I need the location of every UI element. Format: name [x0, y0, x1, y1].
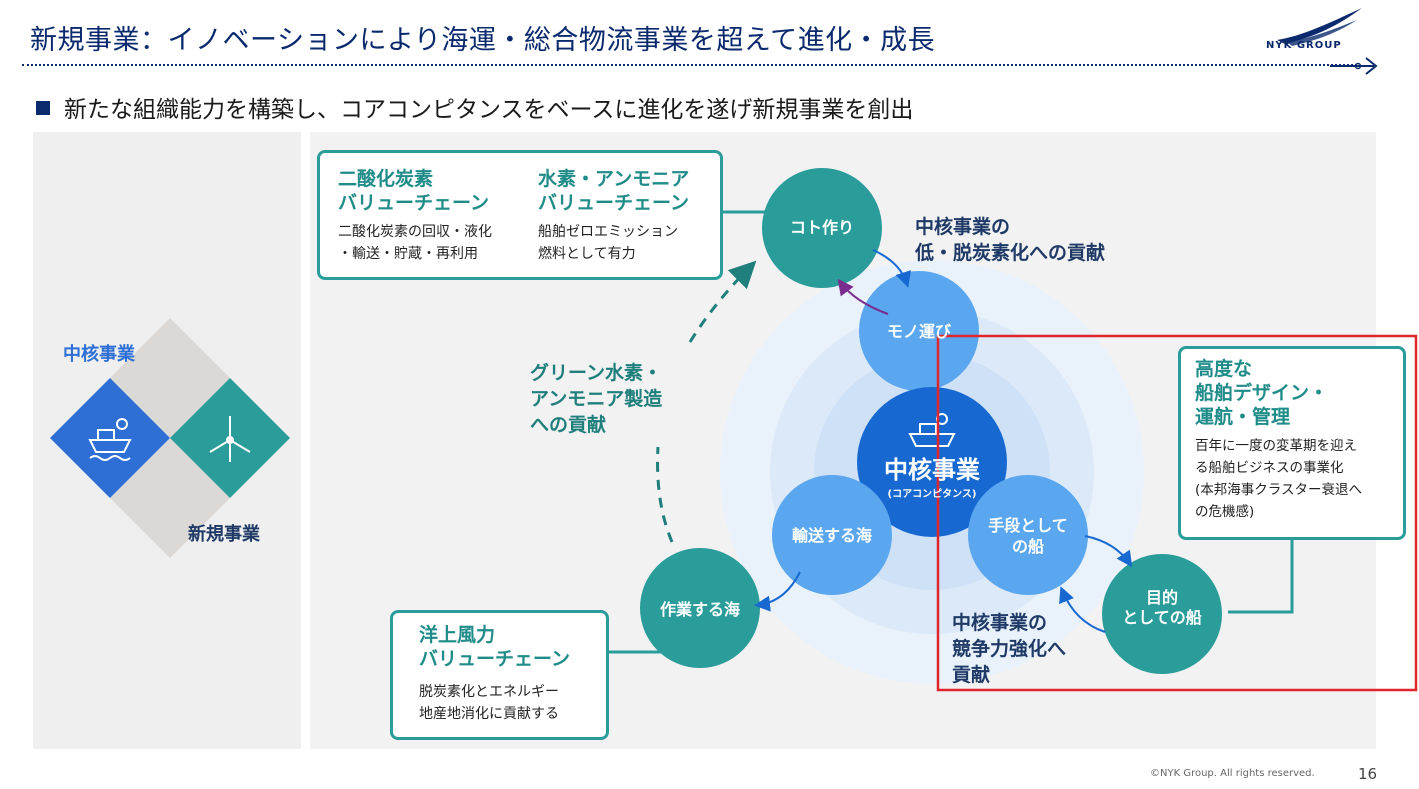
mono-label: モノ運び — [886, 322, 951, 341]
copyright: ©NYK Group. All rights reserved. — [1150, 768, 1315, 779]
koto-circle — [762, 168, 882, 288]
ship-design-section: 高度な 船舶デザイン・ 運航・管理 百年に一度の変革期を迎え る船舶ビジネスの事… — [1195, 357, 1362, 523]
competitive-line-2: 競争力強化へ — [952, 638, 1067, 660]
competitive-line-1: 中核事業の — [952, 612, 1048, 634]
competitive-annotation: 中核事業の 競争力強化へ 貢献 — [952, 610, 1066, 688]
business-evolution-diagram — [608, 168, 1418, 692]
co2-heading-1: 二酸化炭素 — [338, 168, 434, 190]
green-line-3: への貢献 — [530, 414, 607, 436]
subtitle: 新たな組織能力を構築し、コアコンピタンスをベースに進化を遂げ新規事業を創出 — [36, 90, 913, 124]
means-ship-circle — [968, 475, 1088, 595]
logo-text: NYK GROUP — [1266, 40, 1342, 51]
core-diamond — [50, 378, 170, 498]
highlight-frame — [936, 334, 1418, 692]
hydrogen-heading-2: バリューチェーン — [538, 192, 690, 214]
co2-hydrogen-box: 二酸化炭素 バリューチェーン 二酸化炭素の回収・液化 ・輸送・貯蔵・再利用 水素… — [317, 150, 723, 280]
wind-text-2: 地産地消化に貢献する — [419, 706, 559, 722]
co2-text-2: ・輸送・貯蔵・再利用 — [338, 246, 478, 262]
hydrogen-text-1: 船舶ゼロエミッション — [538, 224, 678, 240]
hydrogen-heading-1: 水素・アンモニア — [538, 168, 690, 190]
means-ship-label-1: 手段として — [988, 516, 1068, 535]
wind-turbine-icon — [209, 416, 251, 462]
hydrogen-text-2: 燃料として有力 — [538, 246, 636, 262]
means-ship-label-2: の船 — [1011, 537, 1044, 556]
ship-design-text-2: る船舶ビジネスの事業化 — [1195, 460, 1344, 476]
core-label: 中核事業 — [884, 456, 980, 484]
core-circle — [857, 387, 1007, 537]
mono-circle — [859, 271, 979, 391]
purpose-ship-circle — [1102, 554, 1222, 674]
arrow-right-icon — [1330, 57, 1378, 75]
header-divider — [22, 64, 1357, 66]
ship-design-text-4: の危機感) — [1195, 504, 1255, 520]
ship-design-heading-2: 船舶デザイン・ — [1195, 382, 1329, 404]
page-number: 16 — [1358, 765, 1378, 783]
hydrogen-section: 水素・アンモニア バリューチェーン 船舶ゼロエミッション 燃料として有力 — [538, 167, 689, 265]
arrow-transport-work — [754, 571, 801, 612]
work-sea-circle — [640, 548, 760, 668]
wind-section: 洋上風力 バリューチェーン 脱炭素化とエネルギー 地産地消化に貢献する — [419, 623, 570, 725]
bullet-square-icon — [36, 101, 50, 115]
green-line-1: グリーン水素・ — [530, 362, 663, 384]
koto-label: コト作り — [789, 218, 854, 237]
wind-text-1: 脱炭素化とエネルギー — [419, 684, 559, 700]
arrow-mono-koto — [837, 278, 889, 315]
arrow-purpose-means — [1059, 586, 1106, 633]
work-sea-label: 作業する海 — [659, 600, 740, 619]
new-business-label: 新規事業 — [188, 524, 260, 545]
arrow-koto-mono — [872, 249, 911, 288]
competitive-line-3: 貢献 — [952, 664, 991, 686]
transport-sea-circle — [772, 475, 892, 595]
core-sub-label: (コアコンピタンス) — [887, 489, 977, 500]
green-line-2: アンモニア製造 — [530, 388, 663, 410]
purpose-ship-label-1: 目的 — [1145, 588, 1178, 607]
nyk-logo — [1277, 8, 1362, 46]
arrow-means-purpose — [1084, 535, 1133, 568]
co2-section: 二酸化炭素 バリューチェーン 二酸化炭素の回収・液化 ・輸送・貯蔵・再利用 — [338, 167, 492, 265]
transport-sea-label: 輸送する海 — [791, 526, 872, 545]
wind-box: 洋上風力 バリューチェーン 脱炭素化とエネルギー 地産地消化に貢献する — [390, 610, 609, 740]
co2-text-1: 二酸化炭素の回収・液化 — [338, 224, 492, 240]
purpose-ship-label-2: としての船 — [1122, 608, 1202, 627]
green-hydrogen-annotation: グリーン水素・ アンモニア製造 への貢献 — [530, 360, 662, 438]
page-title: 新規事業：イノベーションにより海運・総合物流事業を超えて進化・成長 — [30, 25, 936, 56]
green-dashed-upper — [688, 260, 757, 343]
wind-heading-2: バリューチェーン — [419, 648, 571, 670]
core-new-diamond-diagram — [50, 318, 290, 558]
ship-design-text-1: 百年に一度の変革期を迎え — [1195, 438, 1357, 454]
decarbon-line-1: 中核事業の — [915, 216, 1011, 238]
connector-ship-design — [1228, 530, 1294, 614]
green-dashed-lower — [656, 446, 674, 543]
ship-gear-icon — [88, 418, 132, 461]
subtitle-text: 新たな組織能力を構築し、コアコンピタンスをベースに進化を遂げ新規事業を創出 — [64, 97, 914, 123]
ship-design-heading-3: 運航・管理 — [1195, 406, 1291, 428]
ship-design-heading-1: 高度な — [1195, 358, 1253, 380]
co2-heading-2: バリューチェーン — [338, 192, 490, 214]
wind-heading-1: 洋上風力 — [419, 624, 496, 646]
decarbon-line-2: 低・脱炭素化への貢献 — [915, 242, 1106, 264]
core-business-label: 中核事業 — [63, 344, 135, 365]
ship-design-text-3: (本邦海事クラスター衰退へ — [1195, 482, 1362, 498]
decarbon-annotation: 中核事業の 低・脱炭素化への貢献 — [915, 214, 1105, 266]
ship-design-box: 高度な 船舶デザイン・ 運航・管理 百年に一度の変革期を迎え る船舶ビジネスの事… — [1178, 346, 1406, 540]
